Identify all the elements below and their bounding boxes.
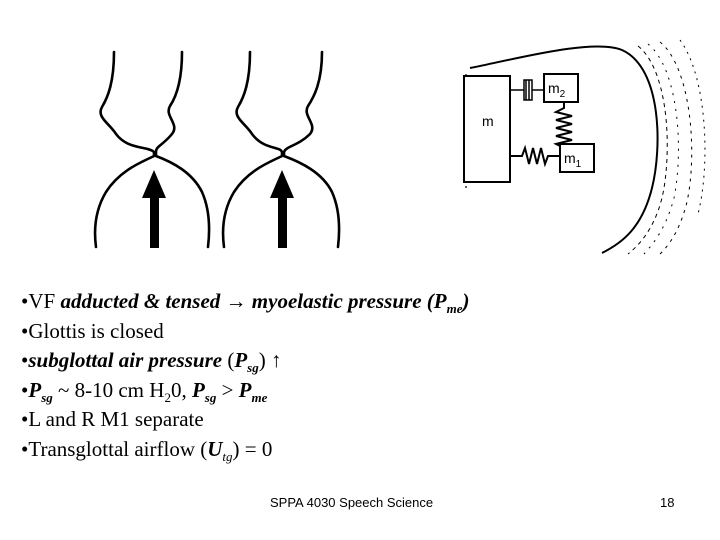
bullet-marker: • <box>21 348 29 372</box>
bullet-subscript: sg <box>41 389 53 405</box>
bullet-text: ) ↑ <box>258 348 282 372</box>
bullet-item: •Glottis is closed <box>21 317 701 347</box>
upper-damper-icon <box>510 79 544 101</box>
bullet-subscript: tg <box>222 448 233 464</box>
bullet-text-emphasis: P <box>191 377 205 402</box>
vocal-folds-diagram <box>93 50 341 249</box>
bullet-text: Glottis is closed <box>28 318 164 343</box>
bullet-subscript: me <box>251 389 268 405</box>
mass-upper-label: m2 <box>548 80 566 100</box>
bullet-text: ) = 0 <box>232 436 273 461</box>
footer-title: SPPA 4030 Speech Science <box>270 495 434 510</box>
bullet-text-emphasis: P <box>238 377 252 402</box>
bullet-text-emphasis: ) <box>462 289 470 313</box>
bullet-subscript: 2 <box>164 389 171 405</box>
bullet-text-emphasis: P <box>234 348 248 372</box>
bullet-item: •L and R M1 separate <box>21 405 701 435</box>
coupling-spring-icon <box>553 102 573 150</box>
bullet-marker: • <box>21 289 29 313</box>
bullet-item: •VF adducted & tensed → myoelastic press… <box>21 287 701 317</box>
bullet-marker: • <box>21 377 29 402</box>
bullet-text-emphasis: U <box>207 436 223 461</box>
airflow-arrow-left-icon <box>142 170 166 248</box>
mass-spring-model-diagram: m m2 m1 <box>463 39 706 255</box>
bullet-text: ( <box>227 348 235 372</box>
bullet-text: 0, <box>170 377 192 402</box>
bullet-text: Transglottal airflow ( <box>28 436 208 461</box>
bullet-item: •subglottal air pressure (Psg) ↑ <box>21 346 701 376</box>
bullet-text: ~ 8-10 cm H <box>52 377 165 402</box>
mass-lower-block <box>559 143 595 173</box>
bullet-text: > <box>216 377 239 402</box>
airflow-arrow-right-icon <box>270 170 294 248</box>
bullet-text: L and R M1 separate <box>28 407 204 431</box>
bullet-marker: • <box>21 318 29 343</box>
bullet-marker: • <box>21 436 29 461</box>
slide-number: 18 <box>660 495 675 510</box>
bullet-marker: • <box>21 407 29 431</box>
bullet-text-emphasis: P <box>28 377 42 402</box>
mass-main-label: m <box>482 113 494 129</box>
mass-main-block <box>463 75 511 183</box>
bullet-item: •Transglottal airflow (Utg) = 0 <box>21 435 701 465</box>
bullet-subscript: me <box>446 301 463 317</box>
bullet-list: •VF adducted & tensed → myoelastic press… <box>21 287 701 464</box>
vocal-folds-outline <box>93 50 341 249</box>
bullet-subscript: sg <box>247 360 259 376</box>
bullet-text-emphasis: adducted & tensed → myoelastic pressure … <box>60 289 447 313</box>
bullet-text-emphasis: subglottal air pressure <box>28 348 228 372</box>
mass-lower-label: m1 <box>564 150 582 170</box>
bullet-subscript: sg <box>204 389 217 405</box>
bullet-item: •Psg ~ 8-10 cm H20, Psg > Pme <box>21 376 701 406</box>
mass-upper-block <box>543 73 579 103</box>
lower-spring-icon <box>510 144 560 168</box>
bullet-text: VF <box>28 289 61 313</box>
